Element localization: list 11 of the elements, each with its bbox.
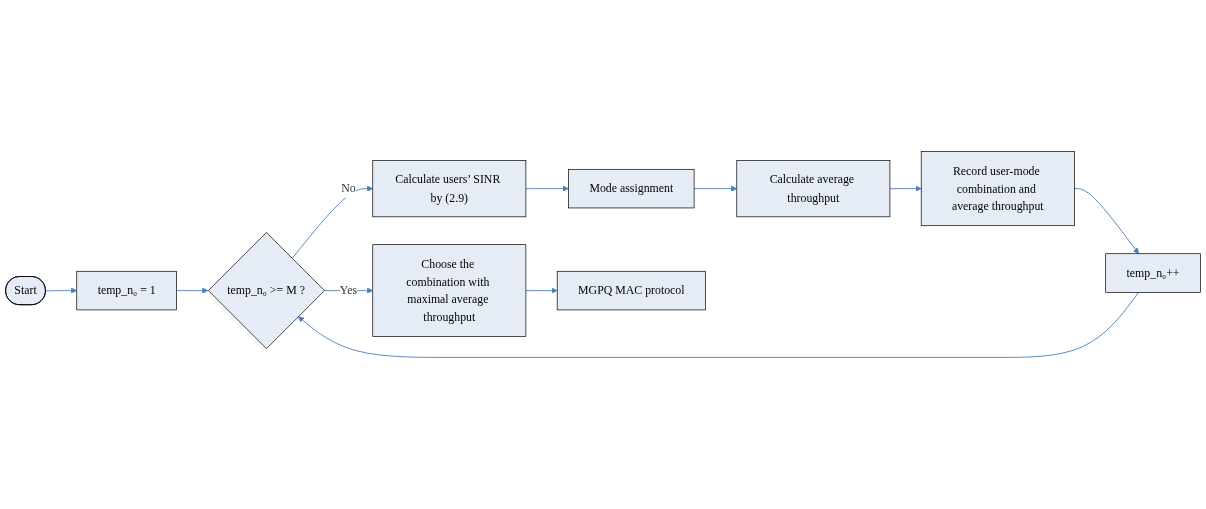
node-box: Choose the combination with maximal average throughput (372, 244, 527, 337)
node-box: Calculate average throughput (736, 160, 891, 218)
node-box: temp_n₀ = 1 (76, 270, 177, 311)
edge-label: No (341, 181, 356, 196)
node-box: Calculate users’ SINR by (2.9) (372, 160, 527, 218)
node-box: Record user-mode combination and average throughput (920, 151, 1075, 227)
node-diamond: temp_n₀ >= M ? (207, 232, 325, 350)
node-box: temp_n₀++ (1105, 253, 1201, 293)
node-box: MGPQ MAC protocol (556, 270, 706, 311)
edge-label: Yes (339, 283, 358, 298)
node-box: Mode assignment (568, 168, 695, 209)
